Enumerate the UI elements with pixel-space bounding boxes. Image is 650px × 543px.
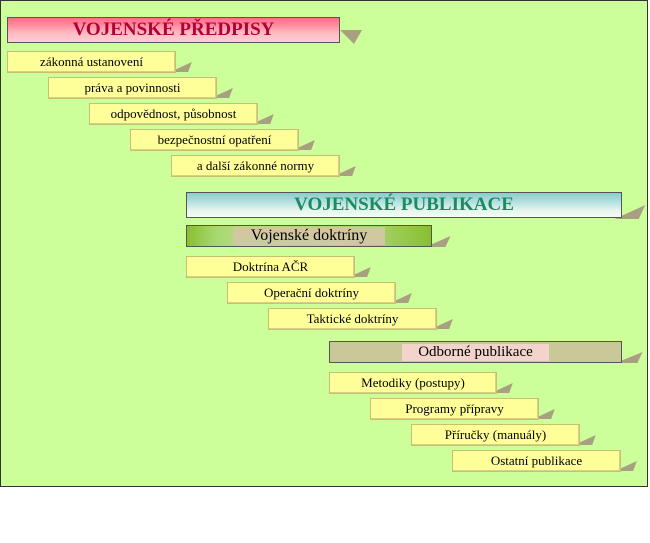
list-item: Metodiky (postupy) xyxy=(329,372,497,394)
item-label: bezpečnostní opatření xyxy=(157,132,272,147)
section-title-vojenske-publikace: VOJENSKÉ PUBLIKACE xyxy=(186,192,622,218)
list-item: a další zákonné normy xyxy=(171,155,340,177)
item-label: Doktrína AČR xyxy=(232,259,309,274)
subsection-title-vojenske-doktriny: Vojenské doktríny xyxy=(186,225,432,247)
subsection-title-text: Vojenské doktríny xyxy=(232,227,386,245)
list-item: Taktické doktríny xyxy=(268,308,437,330)
item-label: Metodiky (postupy) xyxy=(361,375,465,390)
section-title-text: VOJENSKÉ PŘEDPISY xyxy=(72,19,275,40)
list-item: Operační doktríny xyxy=(227,282,396,304)
list-item: Programy přípravy xyxy=(370,398,539,420)
item-label: odpovědnost, působnost xyxy=(110,106,237,121)
list-item: Ostatní publikace xyxy=(452,450,621,472)
item-label: Příručky (manuály) xyxy=(444,427,547,442)
section-title-text: VOJENSKÉ PUBLIKACE xyxy=(294,194,514,215)
item-label: Operační doktríny xyxy=(264,285,359,300)
list-item: zákonná ustanovení xyxy=(7,51,176,73)
list-item: Doktrína AČR xyxy=(186,256,355,278)
section-title-vojenske-predpisy: VOJENSKÉ PŘEDPISY xyxy=(7,17,340,43)
subsection-title-text: Odborné publikace xyxy=(402,343,549,361)
list-item: bezpečnostní opatření xyxy=(130,129,299,151)
list-item: Příručky (manuály) xyxy=(411,424,580,446)
item-label: zákonná ustanovení xyxy=(40,54,143,69)
item-label: Programy přípravy xyxy=(405,401,504,416)
list-item: práva a povinnosti xyxy=(48,77,217,99)
item-label: Taktické doktríny xyxy=(306,311,399,326)
item-label: a další zákonné normy xyxy=(196,158,315,173)
item-label: Ostatní publikace xyxy=(490,453,583,468)
subsection-title-odborne-publikace: Odborné publikace xyxy=(329,341,622,363)
list-item: odpovědnost, působnost xyxy=(89,103,258,125)
item-label: práva a povinnosti xyxy=(84,80,181,95)
